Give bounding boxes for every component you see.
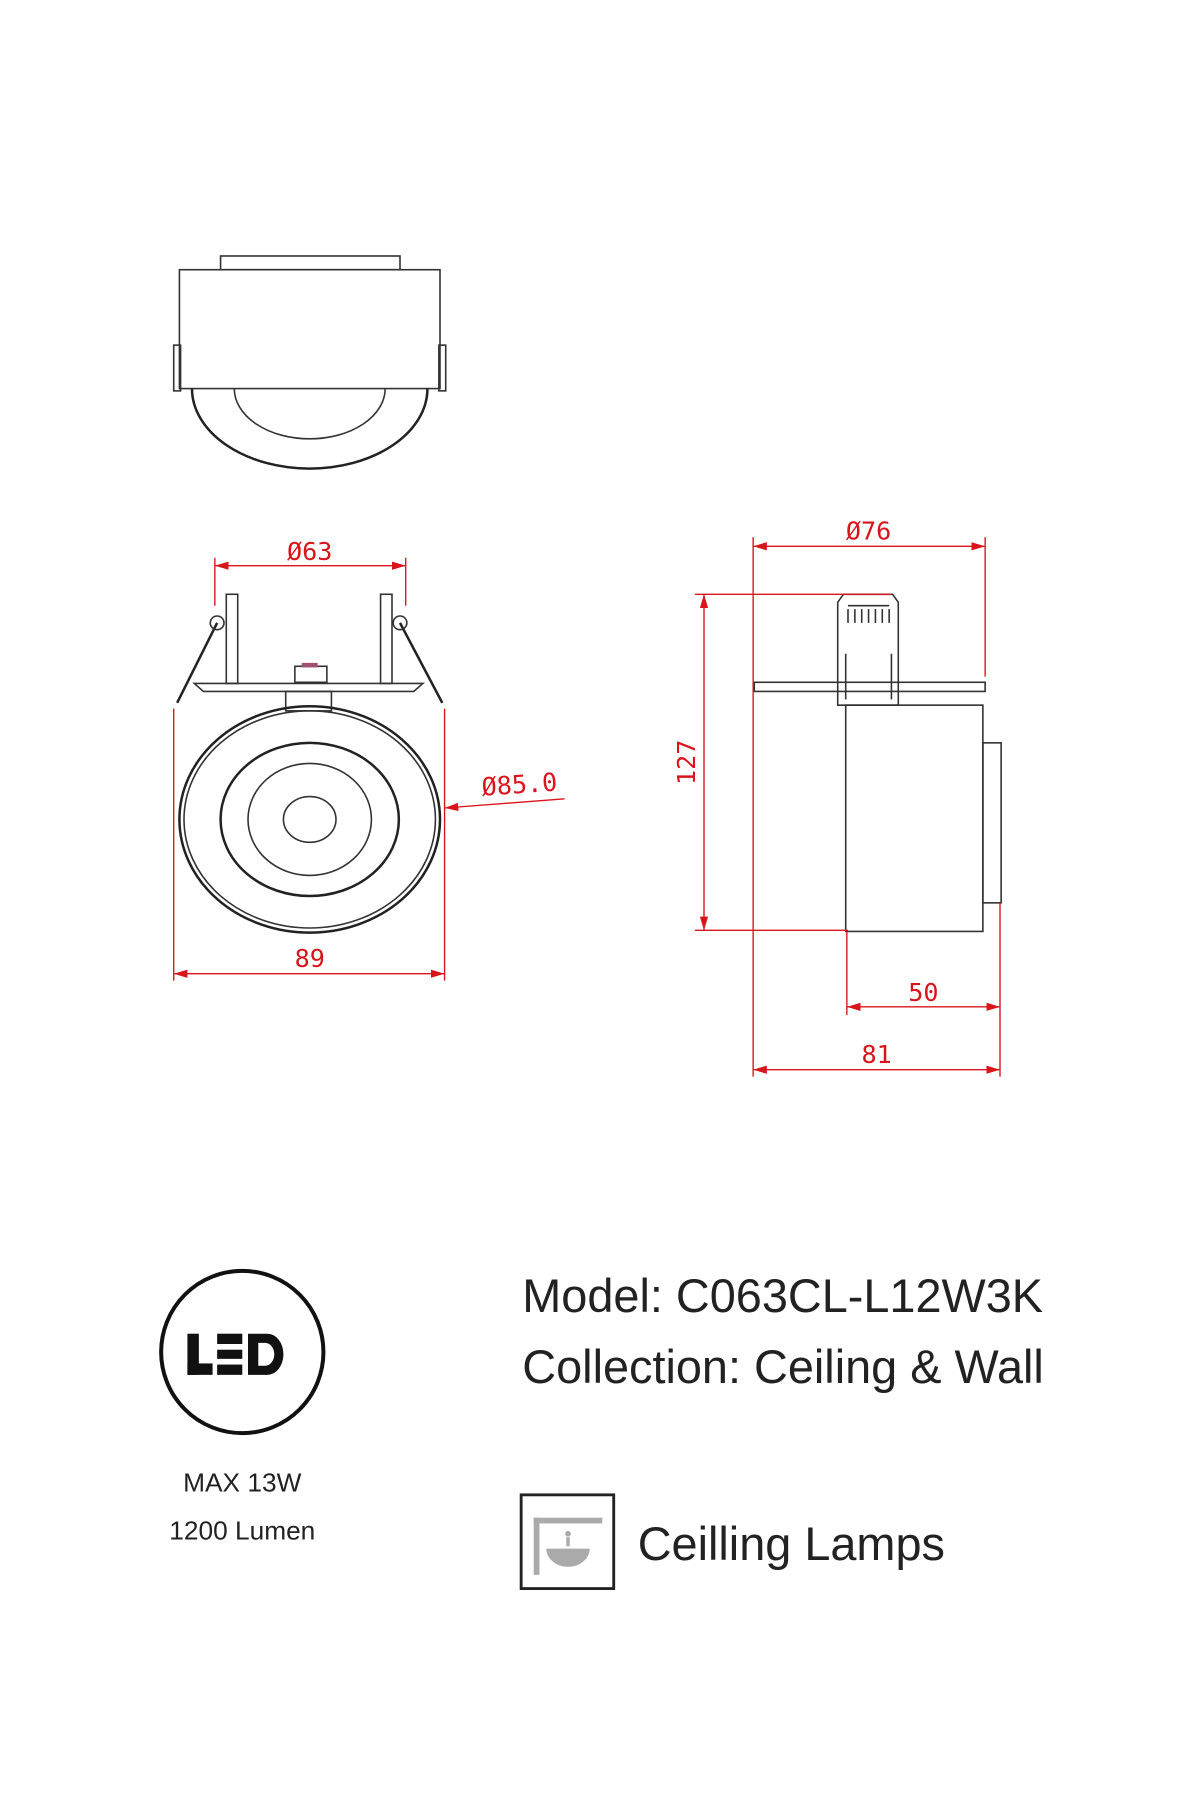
dimension-d76: Ø76 xyxy=(846,516,891,545)
top-view-drawing xyxy=(172,255,447,470)
lumen-rating: 1200 Lumen xyxy=(169,1515,315,1545)
collection-label: Collection: Ceiling & Wall xyxy=(522,1341,1044,1393)
model-label: Model: C063CL-L12W3K xyxy=(522,1270,1043,1322)
side-dimensions: Ø76 127 50 81 xyxy=(672,516,1001,1077)
power-rating: MAX 13W xyxy=(183,1467,301,1497)
category-label: Ceilling Lamps xyxy=(638,1518,945,1570)
dimension-h127: 127 xyxy=(672,740,701,785)
dimension-d81: 81 xyxy=(861,1040,891,1069)
ceiling-lamp-icon xyxy=(519,1493,616,1590)
front-dimensions: Ø63 89 Ø85.0 xyxy=(173,537,565,981)
dimension-d85: Ø85.0 xyxy=(481,768,558,802)
dimension-d63: Ø63 xyxy=(287,537,332,566)
side-view-drawing xyxy=(753,593,1002,933)
led-logo-icon xyxy=(187,1333,284,1375)
dimension-d50: 50 xyxy=(908,978,938,1007)
led-badge: MAX 13W 1200 Lumen xyxy=(159,1268,326,1545)
front-view-drawing xyxy=(176,593,444,934)
dimension-w89: 89 xyxy=(295,944,325,973)
